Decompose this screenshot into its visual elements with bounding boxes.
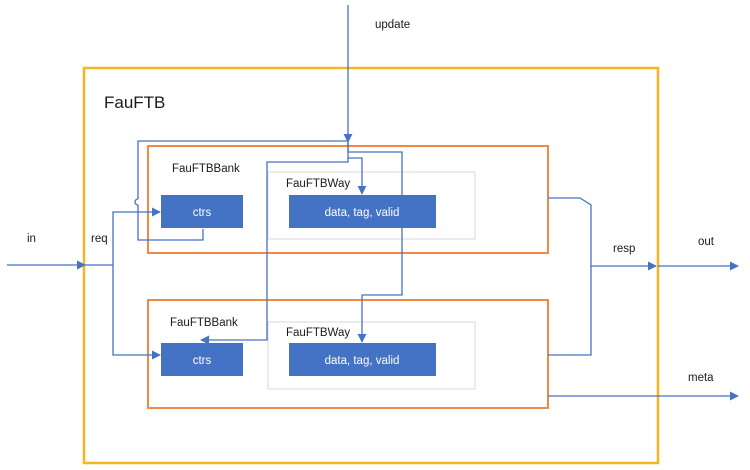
bank-2-way-label: FauFTBWay [286, 327, 350, 339]
in-label: in [27, 233, 36, 245]
bank-1-way-box [267, 171, 476, 240]
update-to-bank-2-ctrs-wire [200, 158, 349, 345]
bank-2-box [147, 299, 549, 409]
update-to-bank-2-data-wire [347, 142, 403, 343]
bank-2-resp-wire [548, 266, 592, 356]
out-label: out [698, 236, 715, 248]
bank-2-data-label: data, tag, valid [325, 355, 400, 367]
bank-1-data-label: data, tag, valid [325, 207, 400, 219]
bank-1-label: FauFTBBank [172, 163, 240, 175]
bank-2-label: FauFTBBank [170, 317, 238, 329]
bank-1-ctrs-feedback-hop [134, 198, 139, 206]
bank-1-ctrs-label: ctrs [193, 207, 212, 219]
bank-1-data-block [289, 195, 436, 228]
update-label: update [375, 19, 410, 31]
bank-2-way-box [267, 321, 476, 390]
bank-1-way-label: FauFTBWay [286, 178, 350, 190]
bank-2-ctrs-label: ctrs [193, 355, 212, 367]
req-to-bank-1-wire [112, 207, 161, 265]
bank-1-resp-wire [548, 197, 657, 271]
req-label: req [91, 233, 108, 245]
bank-1-ctrs-feedback-wire [137, 140, 348, 241]
resp-label: resp [613, 243, 635, 255]
fauftb-title: FauFTB [104, 93, 165, 112]
bank-2-data-block [289, 343, 436, 376]
meta-label: meta [688, 372, 714, 384]
fauftb-outer-box [82, 66, 660, 465]
bank-1-ctrs-block [161, 195, 243, 228]
bank-2-ctrs-block [161, 343, 243, 376]
req-to-bank-2-wire [112, 265, 161, 360]
